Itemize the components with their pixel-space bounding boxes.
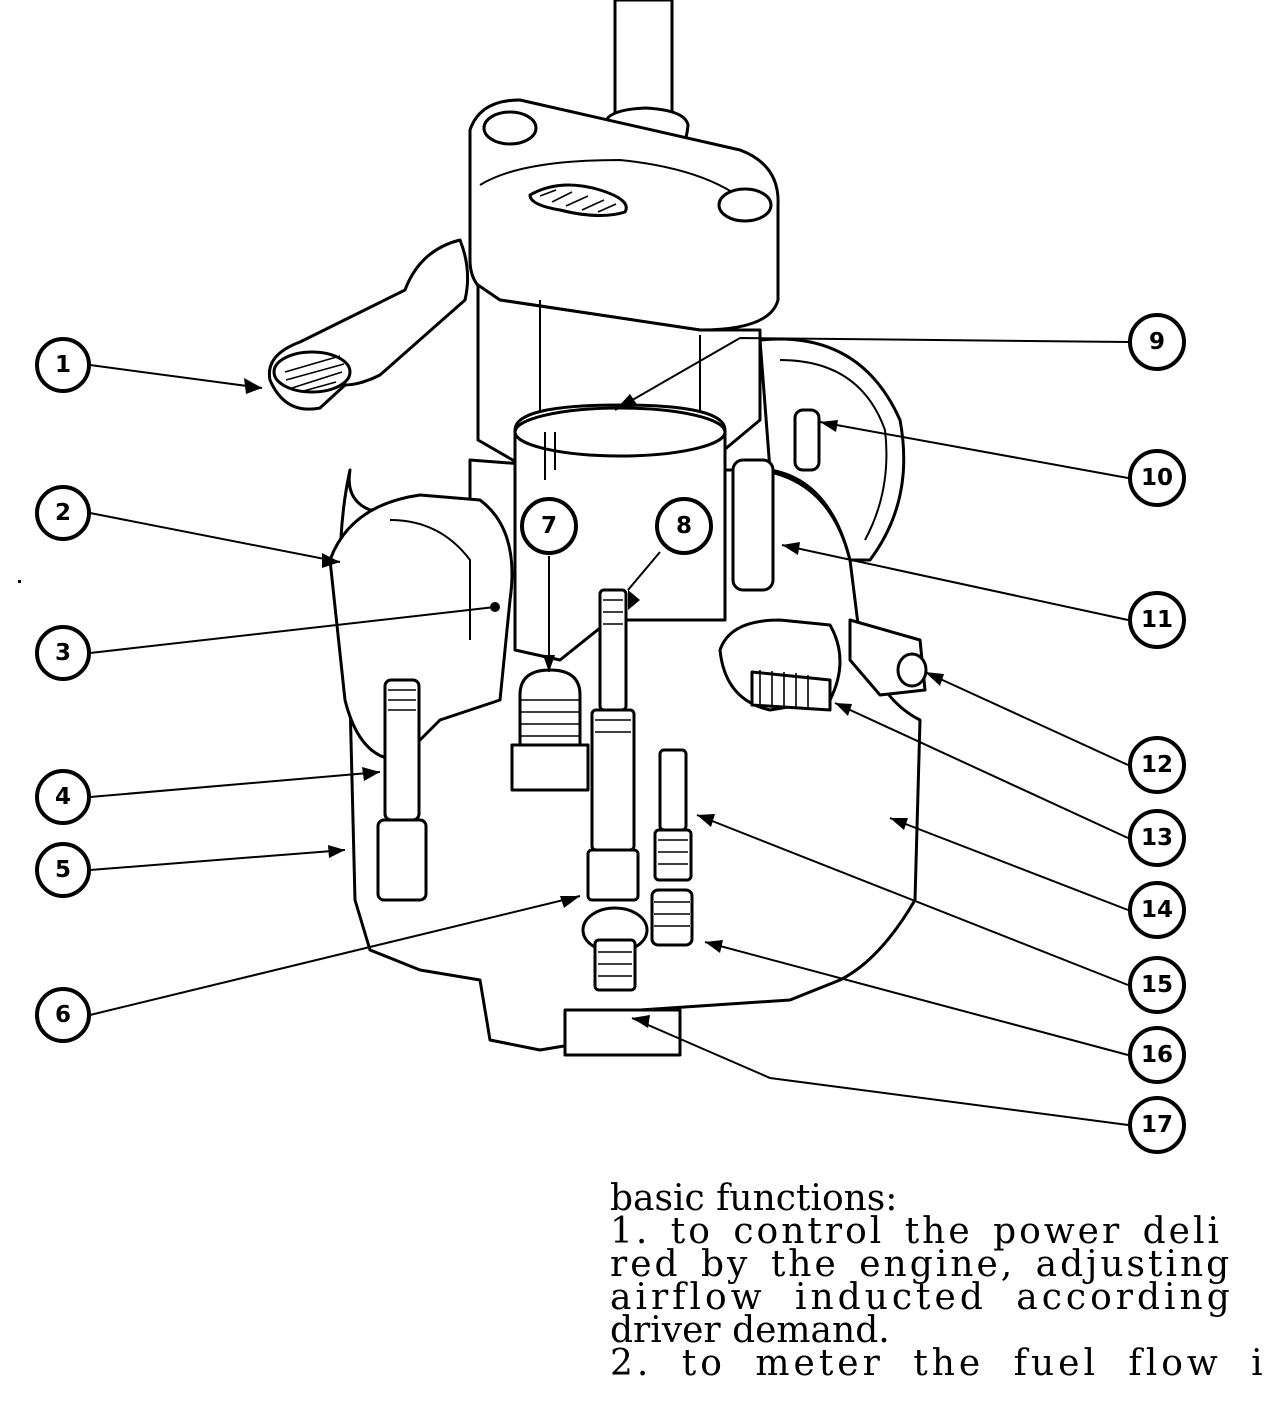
- leader-1: [89, 364, 263, 389]
- leader-8: [627, 551, 661, 591]
- text-line-1: basic functions:: [610, 1178, 898, 1219]
- callout-label-5: 5: [55, 857, 71, 883]
- carburetor-illustration: [267, 0, 928, 1057]
- callout-label-16: 16: [1141, 1042, 1173, 1068]
- arrowheads: [244, 378, 944, 1028]
- callout-9: 9: [1128, 313, 1186, 371]
- leader-17: [631, 1017, 1129, 1126]
- text-line-5: driver demand.: [610, 1310, 890, 1351]
- callout-2: 2: [35, 485, 91, 541]
- callout-1: 1: [35, 337, 91, 393]
- stray-mark: [18, 580, 21, 583]
- callouts: 1 2 3 4 5 6 7 8 9 10 11 12 13 14 15 16 1…: [35, 313, 1186, 1154]
- leader-5: [89, 849, 346, 871]
- callout-label-17: 17: [1141, 1112, 1173, 1138]
- callout-label-10: 10: [1141, 465, 1173, 491]
- callout-label-2: 2: [55, 500, 71, 526]
- callout-label-13: 13: [1141, 825, 1173, 851]
- callout-12: 12: [1128, 736, 1186, 794]
- callout-label-4: 4: [55, 784, 71, 810]
- callout-4: 4: [35, 769, 91, 825]
- leader-10: [819, 421, 1129, 479]
- leader-lines: [89, 336, 1129, 1126]
- body-text: basic functions: 1. to control the power…: [610, 1178, 1267, 1423]
- callout-label-15: 15: [1141, 972, 1173, 998]
- leader-14: [889, 817, 1129, 911]
- text-line-2: 1. to control the power deli: [610, 1211, 1222, 1252]
- callout-3: 3: [35, 625, 91, 681]
- callout-6: 6: [35, 987, 91, 1043]
- callout-label-9: 9: [1149, 329, 1165, 355]
- callout-5: 5: [35, 842, 91, 898]
- callout-label-6: 6: [55, 1002, 71, 1028]
- leader-15: [696, 814, 1129, 986]
- text-line-6: 2. to meter the fuel flow i: [610, 1343, 1267, 1384]
- leader-3: [89, 606, 496, 654]
- callout-15: 15: [1128, 956, 1186, 1014]
- callout-8: 8: [655, 497, 713, 555]
- callout-label-12: 12: [1141, 752, 1173, 778]
- callout-label-3: 3: [55, 640, 71, 666]
- leader-11: [781, 544, 1129, 621]
- leader-12: [924, 671, 1129, 766]
- leader-9: [614, 336, 1129, 411]
- callout-17: 17: [1128, 1096, 1186, 1154]
- text-line-3: red by the engine, adjusting: [610, 1244, 1233, 1285]
- callout-13: 13: [1128, 809, 1186, 867]
- callout-10: 10: [1128, 449, 1186, 507]
- callout-14: 14: [1128, 881, 1186, 939]
- carburetor-exploded-diagram: 1 2 3 4 5 6 7 8 9 10 11 12 13 14 15 16 1…: [18, 0, 1186, 1154]
- callout-11: 11: [1128, 591, 1186, 649]
- callout-label-14: 14: [1141, 897, 1173, 923]
- leader-16: [704, 941, 1129, 1056]
- leader-2: [89, 512, 341, 563]
- callout-16: 16: [1128, 1026, 1186, 1084]
- leader-6: [89, 895, 581, 1016]
- callout-label-1: 1: [55, 352, 71, 378]
- callout-7: 7: [520, 497, 578, 555]
- callout-label-11: 11: [1141, 607, 1173, 633]
- text-line-4: airflow inducted according: [610, 1277, 1234, 1318]
- leader-13: [834, 702, 1129, 839]
- callout-label-8: 8: [676, 513, 692, 539]
- leader-4: [89, 771, 381, 798]
- callout-label-7: 7: [541, 513, 557, 539]
